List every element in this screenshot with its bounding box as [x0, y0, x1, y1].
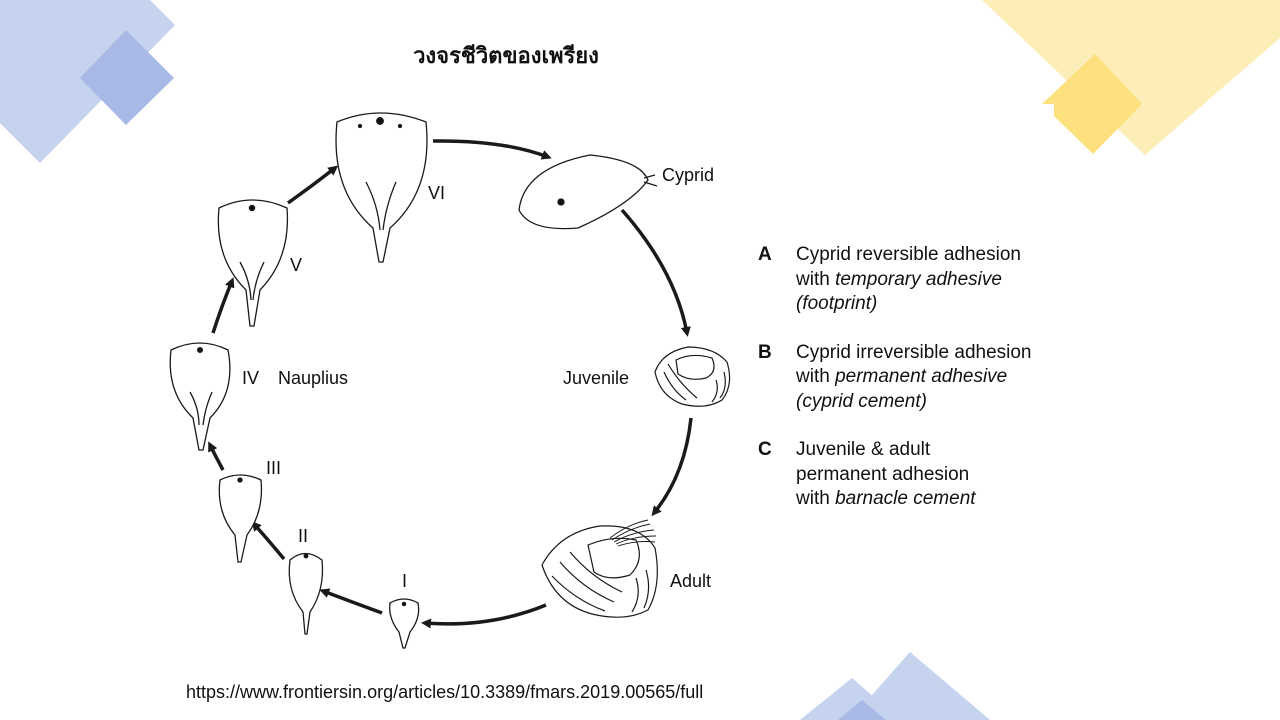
slide-title: วงจรชีวิตของเพรียง	[413, 44, 599, 69]
legend-line: permanent adhesion	[796, 463, 970, 485]
legend-text-prefix: with	[796, 488, 836, 509]
legend-line: Cyprid irreversible adhesion	[796, 341, 1032, 363]
legend-text-italic: temporary adhesive	[835, 268, 1002, 290]
legend-line: Juvenile & adult	[796, 439, 931, 460]
nauplius-stage-iv-drawing	[169, 342, 231, 451]
nauplius-stage-v-drawing	[217, 199, 289, 327]
stage-label-v: V	[290, 255, 302, 275]
cycle-arrows	[208, 139, 693, 629]
arrow-v-to-vi	[286, 165, 339, 205]
legend-line: (cyprid cement)	[796, 390, 927, 412]
arrow-vi-to-cyprid	[432, 139, 552, 160]
legend-line: (footprint)	[796, 293, 878, 314]
source-url: https://www.frontiersin.org/articles/10.…	[186, 682, 704, 702]
legend-text-prefix: with	[796, 268, 836, 290]
stage-label-ii: II	[298, 526, 308, 546]
stage-label-i: I	[402, 571, 407, 591]
legend-line: with barnacle cement	[796, 487, 976, 512]
legend-letter: B	[758, 341, 772, 363]
legend-item-b: B Cyprid irreversible adhesion with perm…	[758, 341, 1118, 415]
adult-barnacle-drawing	[541, 519, 658, 618]
legend-letter: C	[758, 439, 772, 460]
legend-text-italic: permanent adhesive	[835, 366, 1008, 387]
adhesion-legend: A Cyprid reversible adhesion with tempor…	[758, 243, 1118, 536]
legend-text-italic: barnacle cement	[835, 488, 976, 509]
nauplius-stage-i-drawing	[389, 598, 420, 649]
arrow-juvenile-to-adult	[651, 417, 693, 517]
juvenile-barnacle-drawing	[654, 346, 731, 407]
legend-line: with permanent adhesive	[796, 365, 1032, 390]
arrow-ii-to-iii	[251, 521, 286, 561]
legend-text: Cyprid reversible adhesion with temporar…	[796, 243, 1021, 317]
stage-label-cyprid: Cyprid	[662, 165, 714, 185]
legend-letter: A	[758, 244, 772, 265]
nauplius-stage-ii-drawing	[288, 552, 324, 635]
legend-line: Cyprid reversible adhesion	[796, 244, 1021, 265]
stage-label-vi: VI	[428, 183, 445, 203]
arrow-iv-to-v	[211, 277, 235, 334]
nauplius-stage-vi-drawing	[335, 112, 428, 263]
legend-text-prefix: with	[796, 366, 836, 387]
nauplius-stage-iii-drawing	[218, 474, 263, 563]
legend-item-c: C Juvenile & adult permanent adhesion wi…	[758, 438, 1118, 512]
stage-label-iii: III	[266, 458, 281, 478]
arrow-adult-to-i	[421, 603, 547, 629]
arrow-i-to-ii	[319, 588, 383, 615]
legend-line: with temporary adhesive	[796, 268, 1021, 293]
arrow-cyprid-to-juvenile	[620, 208, 691, 337]
cyprid-drawing	[518, 154, 658, 230]
legend-text: Juvenile & adult permanent adhesion with…	[796, 438, 976, 512]
stage-label-iv: IV	[242, 368, 259, 388]
stage-label-adult: Adult	[670, 571, 711, 591]
stage-label-juvenile: Juvenile	[563, 368, 629, 388]
legend-item-a: A Cyprid reversible adhesion with tempor…	[758, 243, 1118, 317]
stage-label-nauplius: Nauplius	[278, 368, 348, 388]
legend-text: Cyprid irreversible adhesion with perman…	[796, 341, 1032, 415]
arrow-iii-to-iv	[208, 441, 225, 471]
